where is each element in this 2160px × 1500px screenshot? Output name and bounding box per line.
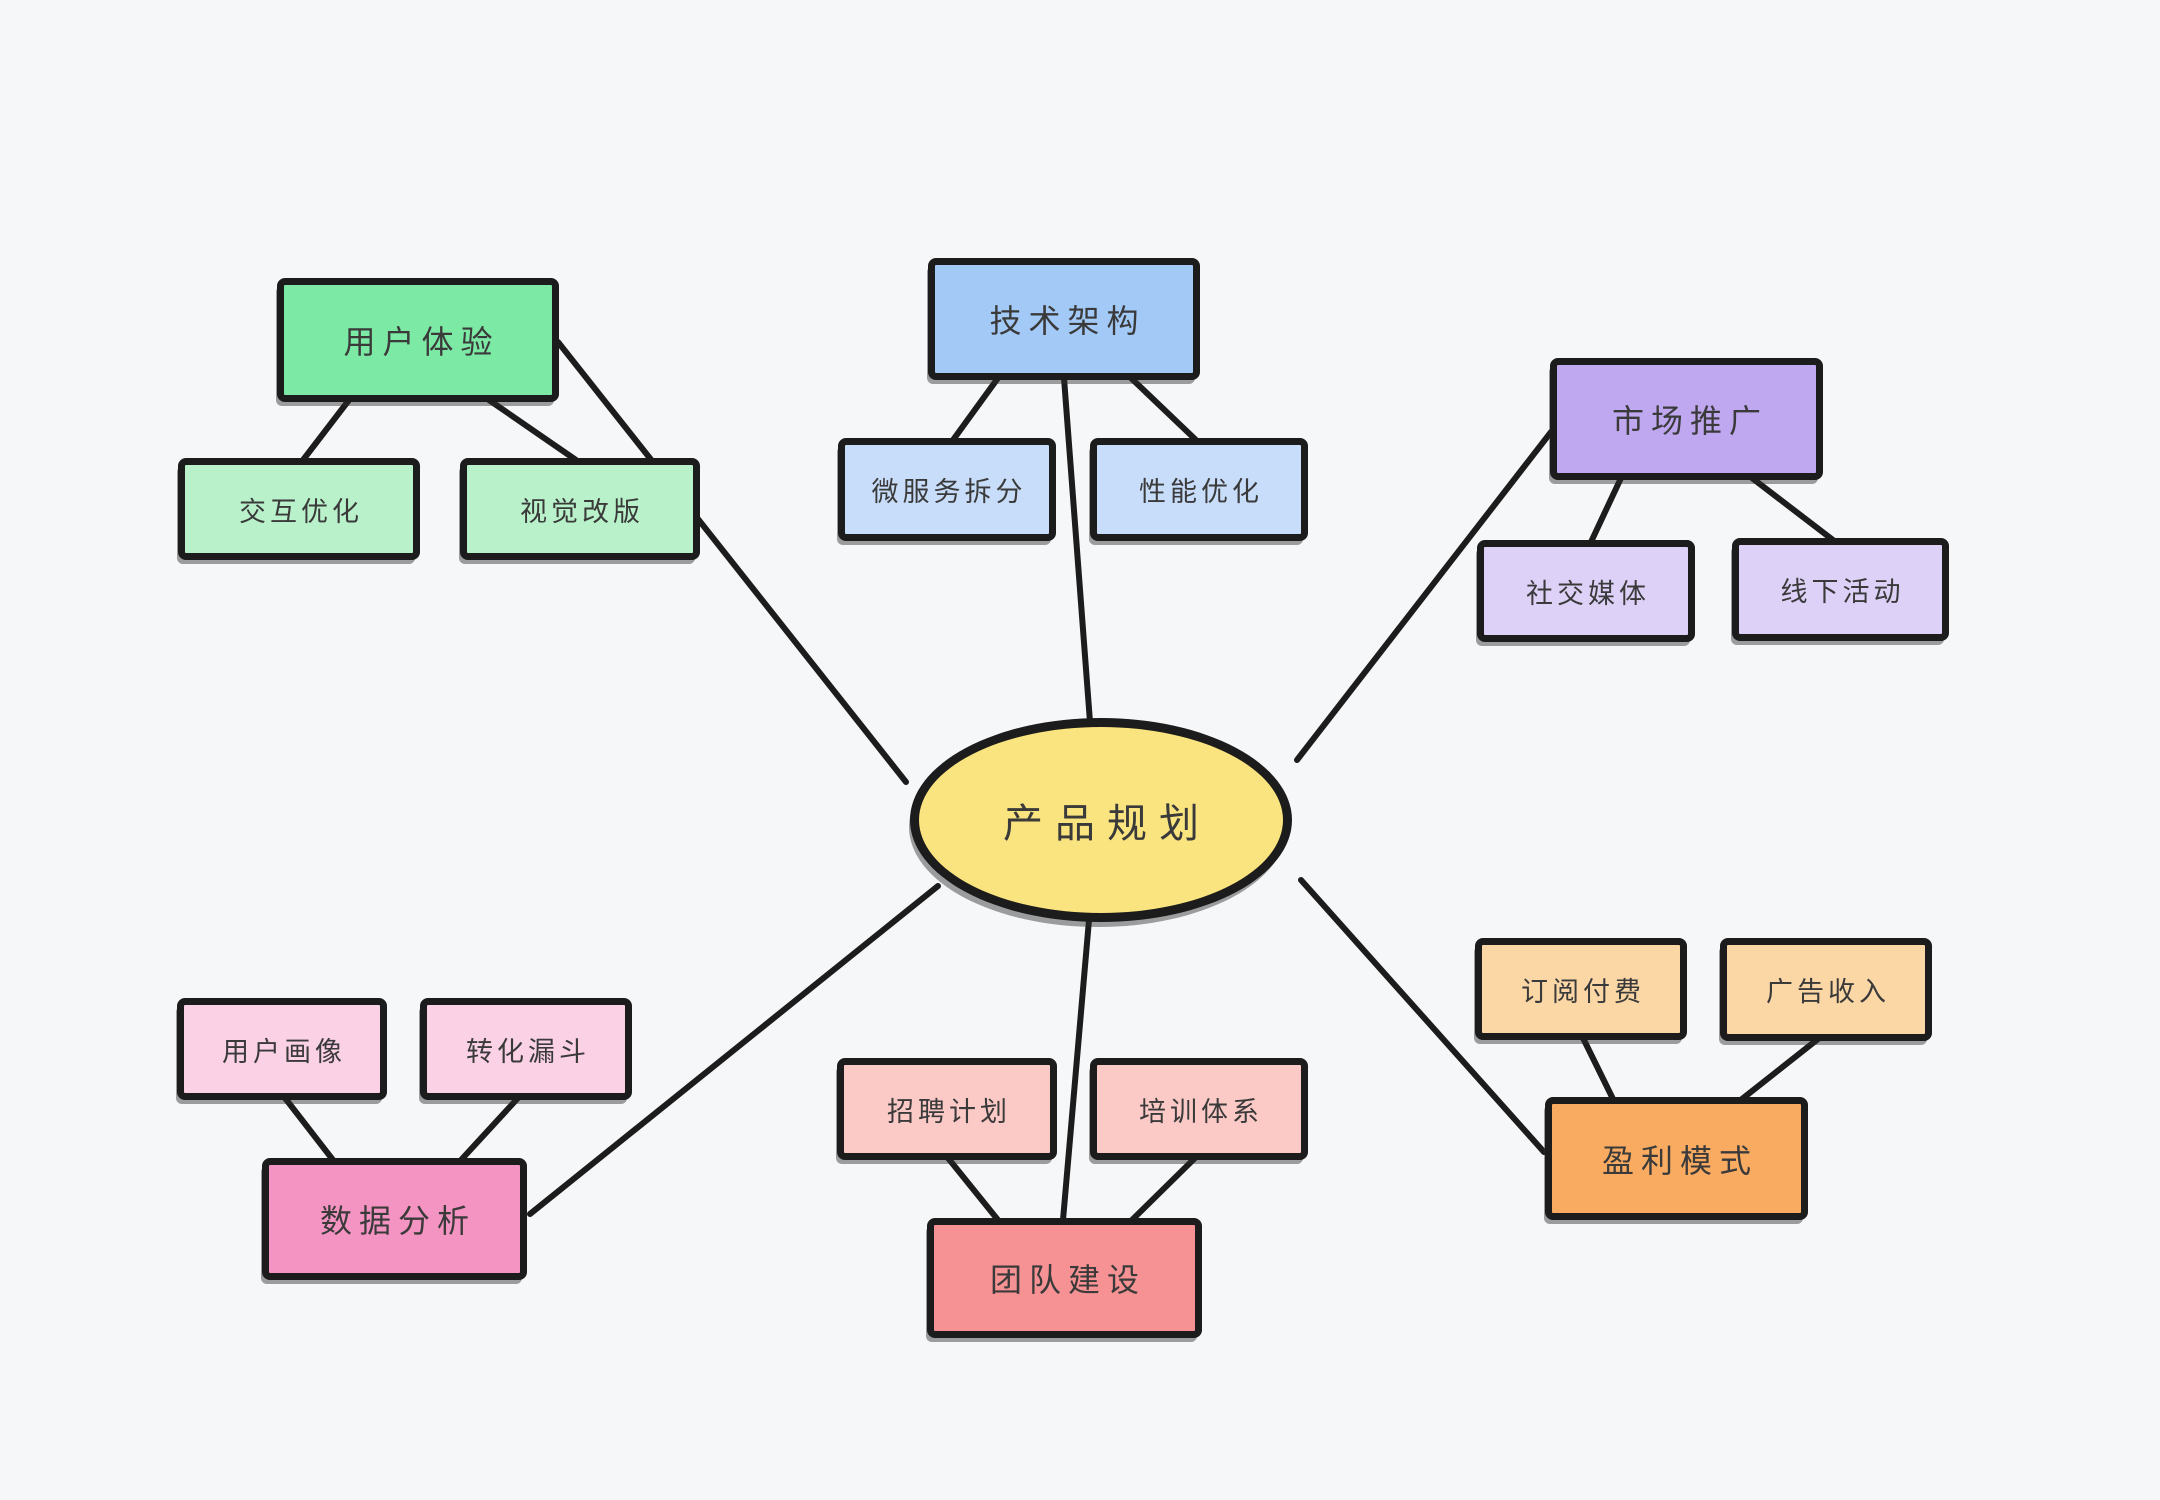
node-visual-redesign[interactable]: 视觉改版: [460, 458, 700, 560]
node-label: 广告收入: [1766, 977, 1890, 1008]
edge-profit-subscription: [1580, 1035, 1616, 1102]
edge-ux-visual: [486, 397, 579, 463]
node-team-building[interactable]: 团队建设: [927, 1218, 1202, 1338]
edge-mkt-offline: [1749, 475, 1836, 543]
edge-tech-performance: [1128, 375, 1199, 443]
node-label: 技术架构: [989, 302, 1146, 340]
node-label: 招聘计划: [887, 1096, 1011, 1128]
node-interaction-optimization[interactable]: 交互优化: [178, 458, 420, 560]
node-label: 性能优化: [1139, 477, 1263, 508]
node-user-persona[interactable]: 用户画像: [177, 998, 387, 1100]
node-label: 用户画像: [222, 1036, 346, 1068]
node-label: 订阅付费: [1521, 976, 1645, 1008]
edge-center-marketing: [1294, 429, 1554, 763]
node-performance-optimization[interactable]: 性能优化: [1090, 438, 1308, 541]
node-profit-model[interactable]: 盈利模式: [1545, 1097, 1808, 1220]
node-label: 产品规划: [1003, 801, 1211, 847]
node-label: 数据分析: [319, 1202, 476, 1240]
edge-team-recruiting: [945, 1155, 1001, 1223]
node-label: 交互优化: [239, 496, 363, 528]
edge-center-profit-model: [1298, 877, 1547, 1155]
edge-profit-ads: [1739, 1036, 1821, 1102]
node-label: 用户体验: [343, 323, 500, 361]
node-label: 社交媒体: [1526, 578, 1650, 610]
node-tech-architecture[interactable]: 技术架构: [928, 258, 1200, 380]
node-data-analysis[interactable]: 数据分析: [262, 1158, 527, 1280]
node-microservice-split[interactable]: 微服务拆分: [838, 438, 1056, 541]
edge-mkt-social: [1588, 475, 1624, 545]
node-label: 培训体系: [1139, 1096, 1263, 1128]
node-label: 市场推广: [1611, 402, 1768, 440]
node-user-experience[interactable]: 用户体验: [277, 278, 559, 402]
node-subscription-payment[interactable]: 订阅付费: [1475, 938, 1687, 1040]
node-recruiting-plan[interactable]: 招聘计划: [837, 1058, 1057, 1160]
node-label: 转化漏斗: [466, 1036, 590, 1068]
node-label: 微服务拆分: [871, 477, 1027, 508]
node-social-media[interactable]: 社交媒体: [1477, 540, 1695, 642]
node-training-system[interactable]: 培训体系: [1090, 1058, 1308, 1160]
edge-data-persona: [282, 1095, 336, 1163]
node-label: 视觉改版: [520, 496, 644, 528]
node-label: 团队建设: [989, 1261, 1146, 1299]
node-product-planning[interactable]: 产品规划: [910, 718, 1292, 922]
edge-ux-interaction: [300, 397, 352, 463]
node-label: 盈利模式: [1601, 1141, 1758, 1180]
edge-center-tech-architecture: [1061, 375, 1093, 725]
edge-center-user-experience: [555, 339, 909, 785]
edge-center-team-building: [1060, 917, 1092, 1223]
node-offline-events[interactable]: 线下活动: [1732, 538, 1949, 641]
edge-data-funnel: [458, 1095, 521, 1163]
node-conversion-funnel[interactable]: 转化漏斗: [420, 998, 632, 1100]
node-marketing[interactable]: 市场推广: [1550, 358, 1823, 480]
edge-center-data-analysis: [527, 883, 941, 1217]
node-label: 线下活动: [1780, 577, 1905, 608]
edge-team-training: [1129, 1155, 1198, 1223]
node-ad-revenue[interactable]: 广告收入: [1720, 938, 1932, 1041]
edge-tech-microservice: [950, 375, 1001, 443]
